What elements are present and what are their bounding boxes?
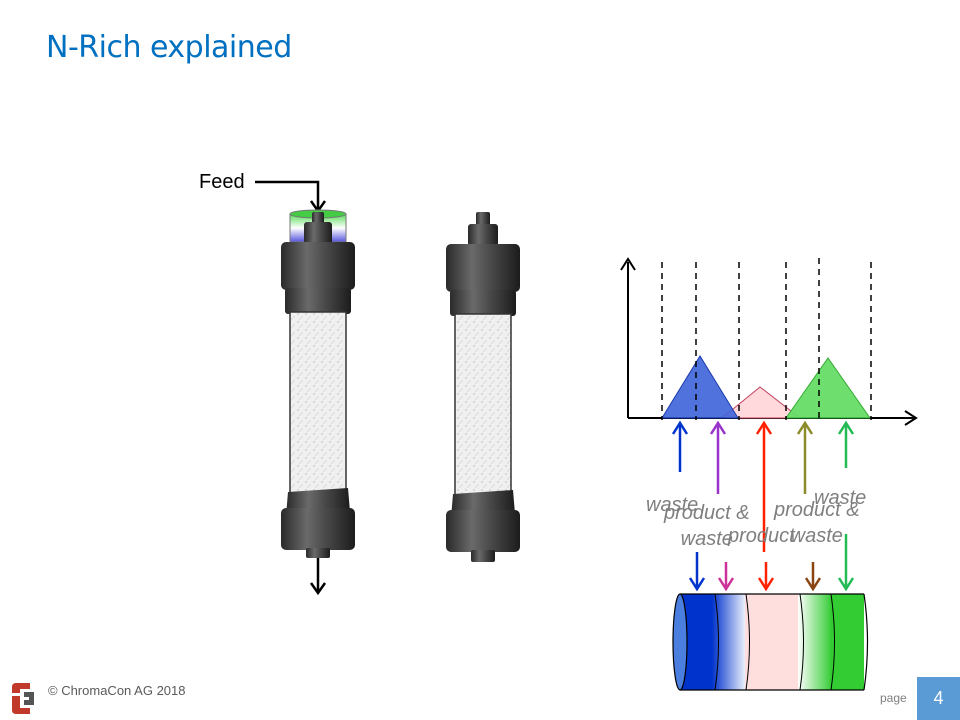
column-1 — [281, 209, 355, 558]
fraction-label-waste-1: waste — [646, 494, 699, 516]
chromatogram — [620, 257, 918, 426]
page-title: N-Rich explained — [46, 30, 292, 65]
peak-strong-impurity — [785, 357, 871, 419]
collection-column — [672, 593, 869, 691]
fraction-label-product: product — [728, 525, 795, 547]
chromacon-logo-icon — [12, 683, 34, 714]
fraction-arrows — [671, 420, 855, 552]
page-number: 4 — [933, 688, 944, 708]
copyright-notice: © ChromaCon AG 2018 — [48, 683, 186, 698]
peak-weak-impurity — [661, 355, 739, 419]
collection-arrows — [688, 534, 855, 592]
peak-product — [720, 386, 802, 419]
outlet-arrow-icon — [309, 558, 327, 596]
page-word: page — [880, 691, 907, 705]
fraction-label-product-waste-2: product & waste — [774, 499, 860, 547]
fraction-label-product-waste-1: product & waste — [664, 502, 750, 550]
fraction-label-waste-2: waste — [814, 487, 867, 509]
feed-label: Feed — [199, 171, 245, 193]
column-2 — [446, 212, 520, 562]
feed-arrow-icon — [255, 180, 327, 214]
page-number-badge: 4 — [917, 677, 960, 720]
